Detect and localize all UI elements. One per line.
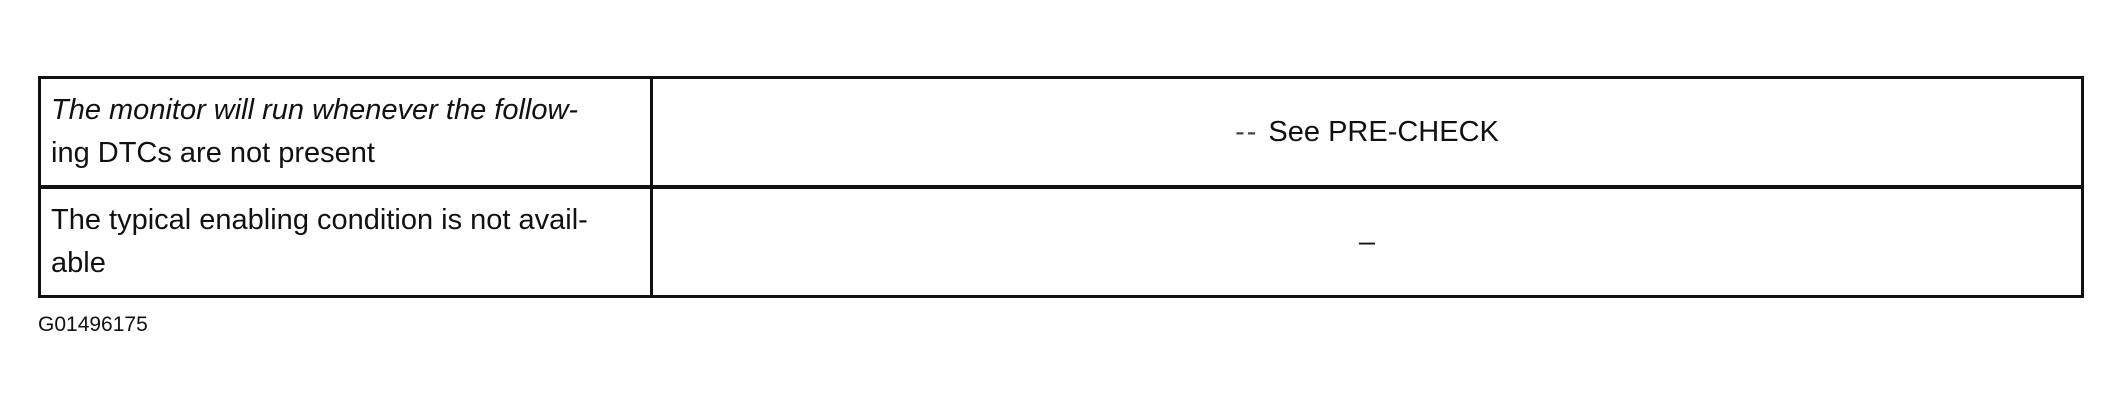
value-cell: – xyxy=(650,185,2084,298)
condition-text-line2: able xyxy=(51,247,106,279)
condition-text-line2-rest: DTCs are not present xyxy=(97,137,375,169)
table-row: The typical enabling condition is not av… xyxy=(38,185,2084,298)
value-text: – xyxy=(1358,225,1376,258)
value-text: See PRE-CHECK xyxy=(1268,115,1499,148)
value-cell: -- See PRE-CHECK xyxy=(650,76,2084,189)
condition-table: The monitor will run whenever the follow… xyxy=(38,76,2084,298)
condition-text-line1: The typical enabling condition is not av… xyxy=(51,204,588,236)
condition-text-line1: The monitor will run whenever the follow… xyxy=(51,94,579,126)
condition-cell: The monitor will run whenever the follow… xyxy=(38,76,653,189)
value-prefix: -- xyxy=(1235,115,1259,148)
figure-id: G01496175 xyxy=(38,313,148,336)
table-row: The monitor will run whenever the follow… xyxy=(38,76,2084,189)
condition-cell: The typical enabling condition is not av… xyxy=(38,185,653,298)
condition-text-line2-start: ing xyxy=(51,137,90,169)
